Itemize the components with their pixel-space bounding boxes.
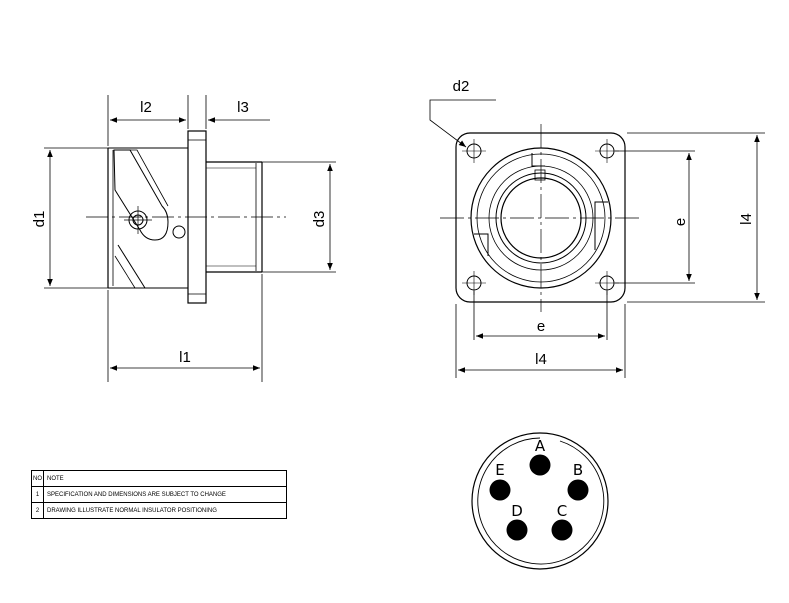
pin-layout: A B C D E — [471, 432, 609, 570]
notes-header-row: NO NOTE — [31, 470, 287, 487]
note-number: 2 — [31, 502, 44, 519]
insert-inner-arc — [477, 437, 605, 565]
coupling-nut — [107, 147, 188, 289]
note-text: SPECIFICATION AND DIMENSIONS ARE SUBJECT… — [43, 486, 287, 503]
side-view — [44, 95, 336, 382]
l1-label: l1 — [179, 349, 191, 366]
d2-label: d2 — [453, 78, 470, 95]
pin-e-contact — [489, 479, 511, 501]
insert-outer-circle — [471, 432, 609, 570]
rear-body — [206, 161, 263, 273]
table-row: 2 DRAWING ILLUSTRATE NORMAL INSULATOR PO… — [31, 502, 287, 519]
pin-c-contact — [551, 519, 573, 541]
l4-horizontal-label: l4 — [535, 351, 547, 368]
e-vertical-label: e — [672, 218, 689, 226]
pin-e-label: E — [495, 461, 504, 479]
pin-b-contact — [567, 479, 589, 501]
pin-b-label: B — [573, 461, 583, 479]
flange — [187, 130, 207, 304]
pin-d-contact — [506, 519, 528, 541]
l2-label: l2 — [140, 99, 152, 116]
note-number: 1 — [31, 486, 44, 503]
d3-label: d3 — [311, 211, 328, 228]
table-row: 1 SPECIFICATION AND DIMENSIONS ARE SUBJE… — [31, 486, 287, 503]
pin-c-label: C — [557, 502, 567, 520]
e-horizontal-label: e — [537, 318, 545, 335]
pin-a-contact — [529, 454, 551, 476]
l3-label: l3 — [237, 99, 249, 116]
note-text: DRAWING ILLUSTRATE NORMAL INSULATOR POSI… — [43, 502, 287, 519]
flange-outline — [455, 132, 626, 303]
notes-header-no: NO — [31, 470, 44, 487]
notes-header-text: NOTE — [43, 470, 287, 487]
pin-d-label: D — [511, 502, 523, 520]
l4-vertical-label: l4 — [738, 213, 755, 225]
notes-table: NO NOTE 1 SPECIFICATION AND DIMENSIONS A… — [31, 470, 287, 519]
pin-a-label: A — [535, 437, 546, 455]
d1-label: d1 — [31, 211, 48, 228]
front-view — [429, 99, 765, 378]
